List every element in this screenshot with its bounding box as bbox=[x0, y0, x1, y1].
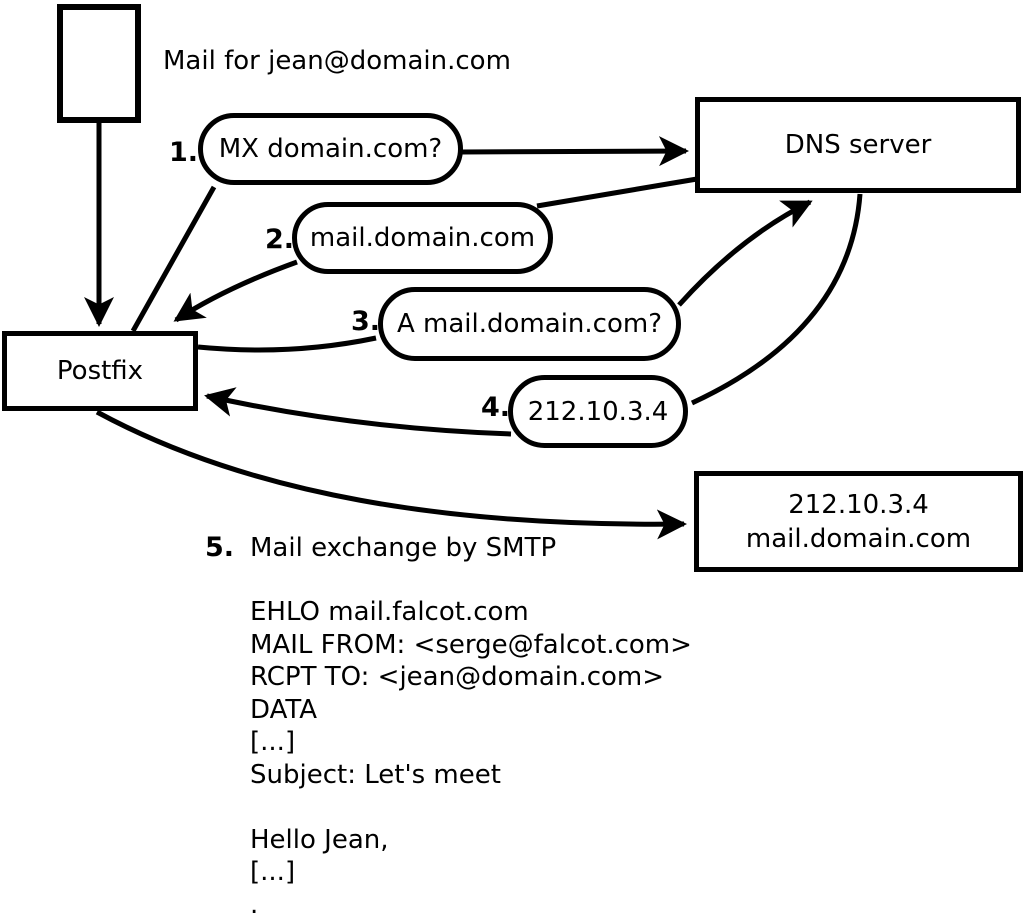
dns-server-label: DNS server bbox=[784, 130, 932, 160]
smtp-line: [...] bbox=[250, 857, 296, 887]
message-answer-mx: mail.domain.com bbox=[292, 202, 553, 274]
step-number-4: 4. bbox=[480, 392, 510, 423]
message-answer-mx-label: mail.domain.com bbox=[309, 223, 536, 253]
line-postfix-to-query-mx bbox=[130, 185, 217, 333]
step-number-1: 1. bbox=[168, 137, 198, 168]
message-query-a-label: A mail.domain.com? bbox=[397, 309, 662, 339]
arrow-postfix-to-mailserver-smtp bbox=[95, 409, 687, 540]
arrow-answer-mx-to-postfix bbox=[173, 259, 298, 323]
line-dns-to-answer-a bbox=[690, 193, 863, 406]
smtp-line: Hello Jean, bbox=[250, 824, 389, 855]
smtp-line bbox=[250, 791, 692, 824]
smtp-line: MAIL FROM: <serge@falcot.com> bbox=[250, 629, 692, 660]
step-number-5: 5. bbox=[204, 532, 234, 563]
mail-envelope-node bbox=[57, 4, 141, 123]
message-query-a: A mail.domain.com? bbox=[378, 287, 681, 361]
mail-for-label: Mail for jean@domain.com bbox=[163, 46, 511, 76]
smtp-line: DATA bbox=[250, 694, 317, 725]
arrow-query-a-to-dns bbox=[677, 199, 813, 307]
line-postfix-to-query-a bbox=[197, 335, 377, 353]
step-number-2: 2. bbox=[264, 224, 294, 255]
postfix-label: Postfix bbox=[56, 356, 144, 386]
message-query-mx: MX domain.com? bbox=[198, 113, 463, 185]
line-dns-to-answer-mx bbox=[536, 176, 698, 209]
smtp-line: . bbox=[250, 889, 259, 919]
smtp-line: RCPT TO: <jean@domain.com> bbox=[250, 662, 665, 692]
mail-server-hostname: mail.domain.com bbox=[745, 523, 972, 554]
mail-server-node: 212.10.3.4 mail.domain.com bbox=[694, 471, 1023, 572]
smtp-line: Subject: Let's meet bbox=[250, 759, 501, 790]
mail-server-ip: 212.10.3.4 bbox=[788, 489, 929, 520]
smtp-transcript: EHLO mail.falcot.com MAIL FROM: <serge@f… bbox=[250, 596, 692, 919]
step-number-3: 3. bbox=[350, 306, 380, 337]
dns-server-node: DNS server bbox=[695, 97, 1021, 193]
arrow-answer-a-to-postfix bbox=[204, 387, 512, 437]
message-answer-a-label: 212.10.3.4 bbox=[527, 396, 669, 427]
message-query-mx-label: MX domain.com? bbox=[218, 134, 443, 164]
step-5-label: Mail exchange by SMTP bbox=[250, 533, 557, 563]
smtp-line: EHLO mail.falcot.com bbox=[250, 597, 529, 627]
message-answer-a: 212.10.3.4 bbox=[508, 375, 688, 448]
postfix-node: Postfix bbox=[2, 331, 198, 411]
arrow-query-mx-to-dns bbox=[460, 136, 689, 167]
smtp-line: [...] bbox=[250, 727, 296, 757]
